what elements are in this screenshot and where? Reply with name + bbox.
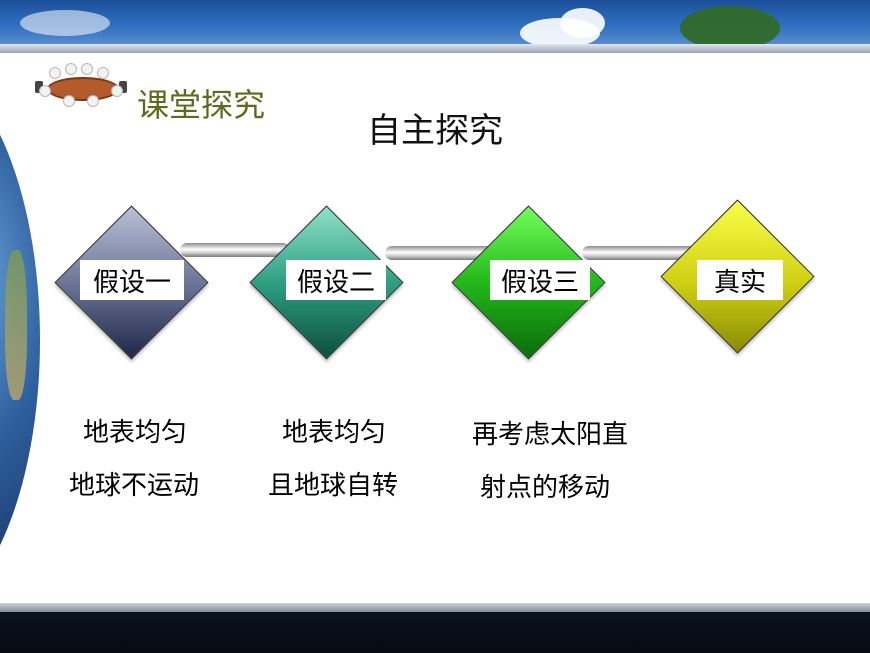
- step-label-4: 真实: [697, 260, 783, 300]
- person-icon: [39, 85, 51, 97]
- step-2-line-2: 且地球自转: [268, 471, 399, 501]
- meeting-logo: [27, 55, 134, 111]
- person-icon: [65, 63, 77, 75]
- sky-banner: [0, 0, 870, 50]
- tree: [680, 6, 780, 50]
- person-icon: [63, 95, 75, 107]
- person-icon: [111, 85, 123, 97]
- top-divider: [0, 44, 870, 53]
- section-title: 课堂探究: [137, 86, 266, 124]
- step-1-line-2: 地球不运动: [69, 471, 200, 501]
- cloud: [20, 10, 110, 36]
- step-label-2: 假设二: [286, 260, 386, 300]
- table-icon: [47, 77, 119, 101]
- bottom-divider: [0, 603, 870, 613]
- step-3-line-2: 射点的移动: [480, 473, 611, 503]
- person-icon: [97, 67, 109, 79]
- chair-icon: [119, 81, 127, 93]
- connector-bar: [180, 243, 290, 257]
- step-label-3: 假设三: [490, 260, 590, 300]
- cloud: [560, 8, 605, 38]
- person-icon: [49, 67, 61, 79]
- connector-bar: [582, 246, 702, 260]
- connector-bar: [385, 246, 495, 260]
- step-3-line-1: 再考虑太阳直: [472, 420, 629, 450]
- page-title: 自主探究: [367, 111, 503, 151]
- person-icon: [81, 63, 93, 75]
- step-1-line-1: 地表均匀: [83, 418, 188, 448]
- step-label-1: 假设一: [80, 260, 184, 300]
- person-icon: [87, 95, 99, 107]
- earth-land: [5, 250, 27, 400]
- footer-band: [0, 612, 870, 653]
- step-2-line-1: 地表均匀: [282, 418, 387, 448]
